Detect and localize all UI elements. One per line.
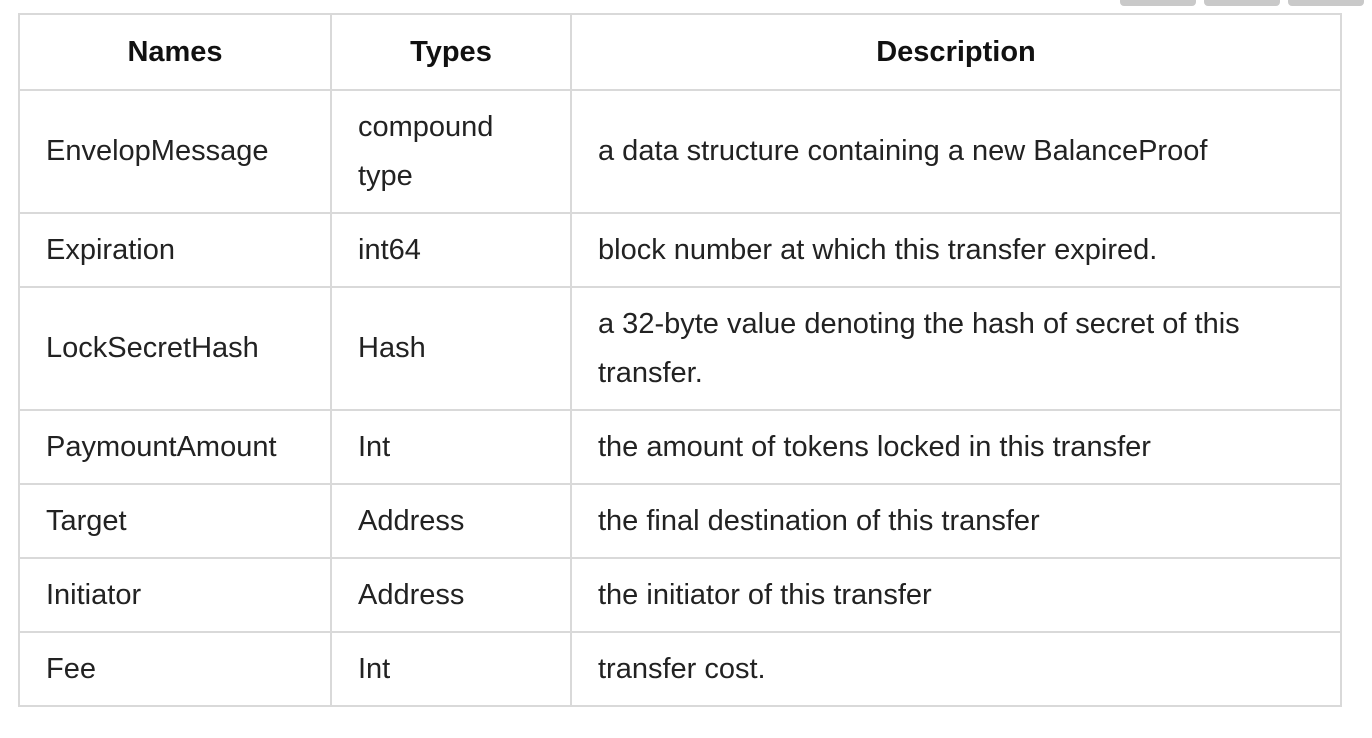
table-row: Expiration int64 block number at which t… — [18, 212, 1342, 288]
field-type: Int — [330, 631, 572, 707]
header-names: Names — [18, 13, 332, 91]
field-description: the initiator of this transfer — [570, 557, 1342, 633]
header-description: Description — [570, 13, 1342, 91]
field-name: EnvelopMessage — [18, 89, 332, 214]
field-description: a data structure containing a new Balanc… — [570, 89, 1342, 214]
field-name: Target — [18, 483, 332, 559]
table-row: Target Address the final destination of … — [18, 483, 1342, 559]
field-type: Address — [330, 483, 572, 559]
toolbar-tab[interactable] — [1288, 0, 1364, 6]
field-type: Hash — [330, 286, 572, 411]
field-name: Expiration — [18, 212, 332, 288]
field-description: block number at which this transfer expi… — [570, 212, 1342, 288]
field-description: the amount of tokens locked in this tran… — [570, 409, 1342, 485]
table-row: PaymountAmount Int the amount of tokens … — [18, 409, 1342, 485]
field-name: Fee — [18, 631, 332, 707]
toolbar-tab[interactable] — [1120, 0, 1196, 6]
top-toolbar-tabs — [1120, 0, 1364, 6]
field-description: a 32-byte value denoting the hash of sec… — [570, 286, 1342, 411]
fields-table: Names Types Description EnvelopMessage c… — [18, 13, 1342, 707]
field-name: Initiator — [18, 557, 332, 633]
field-name: LockSecretHash — [18, 286, 332, 411]
field-type: Int — [330, 409, 572, 485]
field-type: Address — [330, 557, 572, 633]
table-header-row: Names Types Description — [18, 13, 1342, 91]
table-row: LockSecretHash Hash a 32-byte value deno… — [18, 286, 1342, 411]
table-row: Fee Int transfer cost. — [18, 631, 1342, 707]
field-type: int64 — [330, 212, 572, 288]
field-type: compound type — [330, 89, 572, 214]
field-description: the final destination of this transfer — [570, 483, 1342, 559]
table-row: Initiator Address the initiator of this … — [18, 557, 1342, 633]
field-description: transfer cost. — [570, 631, 1342, 707]
table-row: EnvelopMessage compound type a data stru… — [18, 89, 1342, 214]
toolbar-tab[interactable] — [1204, 0, 1280, 6]
field-name: PaymountAmount — [18, 409, 332, 485]
header-types: Types — [330, 13, 572, 91]
